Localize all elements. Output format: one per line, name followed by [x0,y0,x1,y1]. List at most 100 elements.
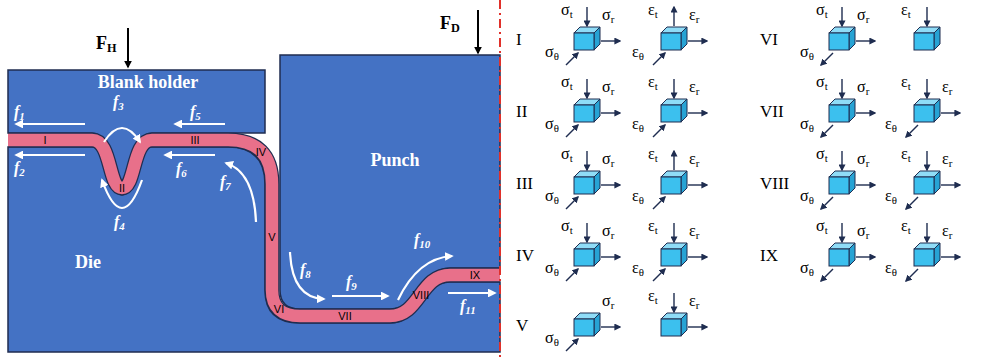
segment-number: III [190,135,199,146]
subscript: r [949,229,953,241]
cube-front [661,319,681,336]
component-arrow [653,269,665,281]
segment-number: IV [256,147,266,158]
subscript: θ [554,336,559,348]
cube-front [574,105,594,122]
component-label: σr [602,223,614,239]
subscript: θ [554,266,559,278]
subscript: 5 [195,110,200,122]
cube-side [594,243,600,266]
cube-side [681,171,687,194]
component-label: εt [648,146,658,162]
component-arrow [856,40,875,41]
cube-front [574,33,594,50]
component-label: σr [602,79,614,95]
element-cube [914,27,940,50]
subscript: 11 [465,304,475,316]
cube-front [914,249,934,266]
component-arrow [601,326,620,327]
component-label: σθ [800,188,814,204]
component-arrow [926,223,927,242]
subscript: 3 [118,100,123,112]
cube-front [661,249,681,266]
component-arrow [586,223,587,242]
friction-arrow [165,154,215,156]
friction-label: f10 [414,232,430,248]
component-arrow [566,269,578,281]
subscript: 2 [19,166,24,178]
component-label: σt [816,218,828,234]
component-arrow [856,256,875,257]
component-label: εr [689,79,699,95]
component-arrow [941,184,960,185]
subscript: r [949,157,953,169]
cube-side [849,99,855,122]
component-arrow [821,53,833,65]
subscript: 4 [119,220,124,232]
cube-front [661,177,681,194]
component-label: σθ [545,44,559,60]
segment-number: II [119,183,125,194]
cube-front [829,105,849,122]
component-arrow [653,125,665,137]
cube-side [934,27,940,50]
component-arrow [586,79,587,98]
subscript: r [696,85,700,97]
component-arrow [941,112,960,113]
subscript: t [570,152,573,164]
component-label: σr [857,79,869,95]
component-label: εr [689,7,699,23]
component-arrow [841,151,842,170]
component-label: σt [816,74,828,90]
cube-front [661,105,681,122]
segment-number: VII [338,311,351,322]
component-label: εt [648,2,658,18]
friction-label: f7 [220,174,231,190]
component-label: εθ [885,116,897,132]
cube-front [574,177,594,194]
blank-sheet [8,140,500,316]
friction-arrow [16,123,85,125]
element-cube [829,171,855,194]
component-label: σθ [545,330,559,346]
subscript: θ [809,194,814,206]
subscript: θ [809,266,814,278]
element-cube [661,171,687,194]
cube-side [849,243,855,266]
component-arrow [586,151,587,170]
component-label: σr [602,151,614,167]
friction-arrow [102,180,142,208]
part-name: Die [75,253,101,271]
cube-side [681,313,687,336]
friction-arrow [398,256,452,300]
friction-label: f8 [300,262,311,278]
subscript: D [451,21,460,35]
subscript: r [866,229,870,241]
force-arrow [127,28,129,67]
subscript: t [908,8,911,20]
component-label: σr [857,151,869,167]
subscript: 9 [351,280,356,292]
friction-arrow [175,123,225,125]
component-arrow [688,184,707,185]
subscript: r [696,13,700,25]
subscript: θ [809,50,814,62]
component-arrow [673,79,674,98]
force-arrow [477,10,479,53]
cube-side [594,99,600,122]
component-label: εr [942,223,952,239]
subscript: t [655,80,658,92]
subscript: t [570,8,573,20]
cube-front [661,33,681,50]
component-arrow [856,112,875,113]
subscript: 6 [181,167,186,179]
cube-side [594,313,600,336]
subscript: θ [892,266,897,278]
component-label: εr [942,151,952,167]
part-outline [8,147,500,352]
cube-side [934,99,940,122]
subscript: θ [554,50,559,62]
component-arrow [926,79,927,98]
friction-arrow [332,295,388,297]
